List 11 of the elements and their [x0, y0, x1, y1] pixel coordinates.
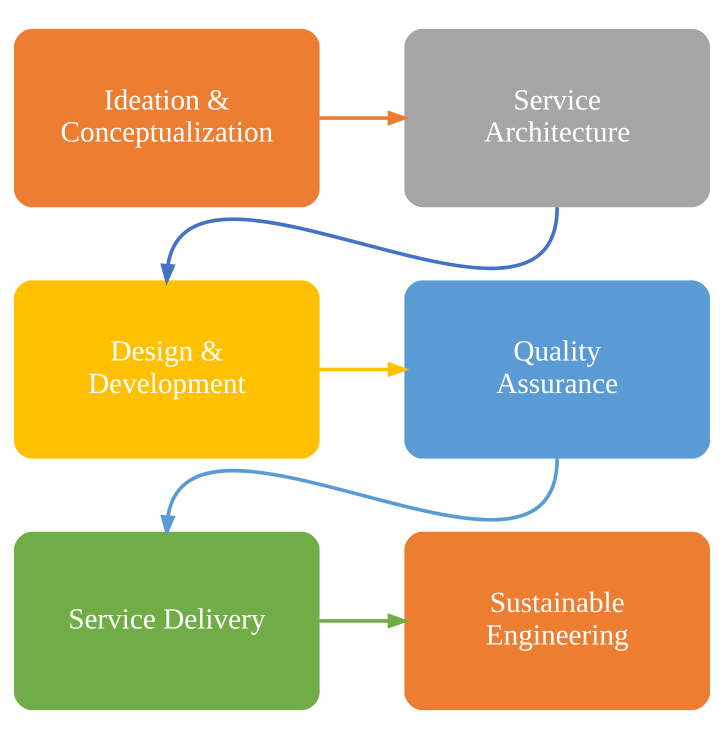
node-box: Ideation & Conceptualization	[14, 28, 320, 207]
node-box: Design & Development	[14, 280, 320, 458]
arrow	[320, 110, 410, 126]
arrow	[320, 612, 410, 628]
arrow	[160, 458, 559, 537]
arrow	[160, 206, 559, 286]
node-box: Service Delivery	[14, 531, 320, 710]
node-box: Service Architecture	[404, 28, 710, 207]
arrow	[320, 361, 410, 377]
node-box: Quality Assurance	[404, 280, 710, 458]
node-box: Sustainable Engineering	[404, 531, 710, 710]
